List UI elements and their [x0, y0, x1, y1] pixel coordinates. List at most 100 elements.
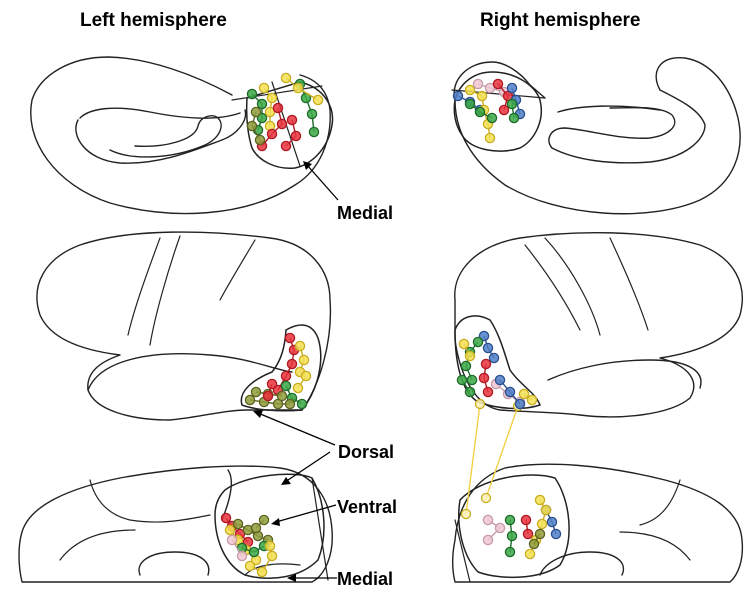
electrode-contact [277, 391, 286, 400]
electrode-contact [281, 141, 290, 150]
electrode-contact [259, 515, 268, 524]
electrode-contact [245, 395, 254, 404]
electrode-contact [267, 93, 276, 102]
left-lateral-brain [37, 232, 330, 420]
electrode-contact [477, 91, 486, 100]
electrode-contact [281, 371, 290, 380]
electrode-22 [479, 331, 498, 362]
medial-label-top: Medial [337, 203, 393, 224]
electrode-contact [287, 115, 296, 124]
electrode-contact [277, 119, 286, 128]
cross-link-1 [466, 404, 480, 514]
electrode-contact [475, 107, 484, 116]
electrode-contact [465, 351, 474, 360]
electrode-contact [505, 547, 514, 556]
electrode-contact [507, 99, 516, 108]
electrode-10 [465, 99, 496, 122]
electrode-contact [519, 389, 528, 398]
electrode-contact [301, 371, 310, 380]
electrode-contact [535, 529, 544, 538]
electrode-37 [505, 515, 516, 556]
electrode-contact [285, 333, 294, 342]
electrode-contact [259, 83, 268, 92]
electrode-contact [247, 121, 256, 130]
medial-label-bottom: Medial [337, 569, 393, 590]
electrode-contact [309, 127, 318, 136]
dorsal-label: Dorsal [338, 442, 394, 463]
electrode-contact [307, 109, 316, 118]
electrode-24 [479, 359, 492, 396]
electrode-contact [281, 73, 290, 82]
electrode-contact [281, 381, 290, 390]
electrode-contact [313, 95, 322, 104]
electrode-contact [507, 531, 516, 540]
electrode-contact [465, 85, 474, 94]
electrode-contact [495, 523, 504, 532]
electrode-contact [473, 79, 482, 88]
electrode-contact [551, 529, 560, 538]
electrode-contact [483, 387, 492, 396]
cross-hemisphere-links [462, 400, 523, 519]
electrode-contact [507, 83, 516, 92]
electrode-contact [535, 495, 544, 504]
electrode-contact [293, 383, 302, 392]
electrode-contact [249, 547, 258, 556]
electrode-34 [251, 515, 268, 532]
electrode-contact [537, 519, 546, 528]
electrode-contact [251, 387, 260, 396]
electrode-contact [267, 379, 276, 388]
electrode-contact [479, 373, 488, 382]
electrode-contact [299, 355, 308, 364]
electrode-contact [467, 375, 476, 384]
electrode-contact [227, 535, 236, 544]
electrode-contact [489, 353, 498, 362]
electrode-contact [505, 387, 514, 396]
electrode-contact [257, 567, 266, 576]
electrode-contact [453, 91, 462, 100]
electrode-contact [493, 79, 502, 88]
electrode-contact [525, 549, 534, 558]
electrode-contact [221, 513, 230, 522]
electrode-contact [225, 525, 234, 534]
electrode-contact [247, 89, 256, 98]
electrode-contact [267, 129, 276, 138]
electrode-contact [529, 539, 538, 548]
electrode-contact [465, 99, 474, 108]
electrode-contact [515, 399, 524, 408]
electrode-contact [293, 83, 302, 92]
electrode-contact [295, 341, 304, 350]
electrode-contact [237, 551, 246, 560]
electrode-contact [465, 387, 474, 396]
electrode-contact [523, 529, 532, 538]
electrode-contact [273, 103, 282, 112]
right-ventral-brain [453, 464, 743, 582]
electrode-contact [483, 343, 492, 352]
right-lateral-brain [455, 233, 743, 417]
electrode-contact [495, 375, 504, 384]
electrode-contact [263, 391, 272, 400]
electrode-contact [461, 361, 470, 370]
electrode-contact [457, 375, 466, 384]
electrode-contact [285, 399, 294, 408]
cross-link-contact [476, 400, 485, 409]
electrode-contact [483, 535, 492, 544]
cross-link-contact [482, 494, 491, 503]
electrode-contact [473, 337, 482, 346]
electrode-38 [521, 515, 532, 538]
electrode-contact [257, 99, 266, 108]
electrode-contact [499, 105, 508, 114]
electrode-contact [505, 515, 514, 524]
electrode-contact [287, 359, 296, 368]
left-hemisphere-title: Left hemisphere [80, 10, 227, 32]
electrode-contact [547, 517, 556, 526]
electrode-contact [297, 399, 306, 408]
electrode-contact [233, 519, 242, 528]
electrode-contact [251, 107, 260, 116]
electrode-contact [481, 359, 490, 368]
electrode-41 [525, 495, 550, 558]
electrode-contact [541, 505, 550, 514]
electrode-contact [267, 551, 276, 560]
electrode-contact [255, 135, 264, 144]
electrode-contact [487, 113, 496, 122]
electrode-contact [251, 523, 260, 532]
